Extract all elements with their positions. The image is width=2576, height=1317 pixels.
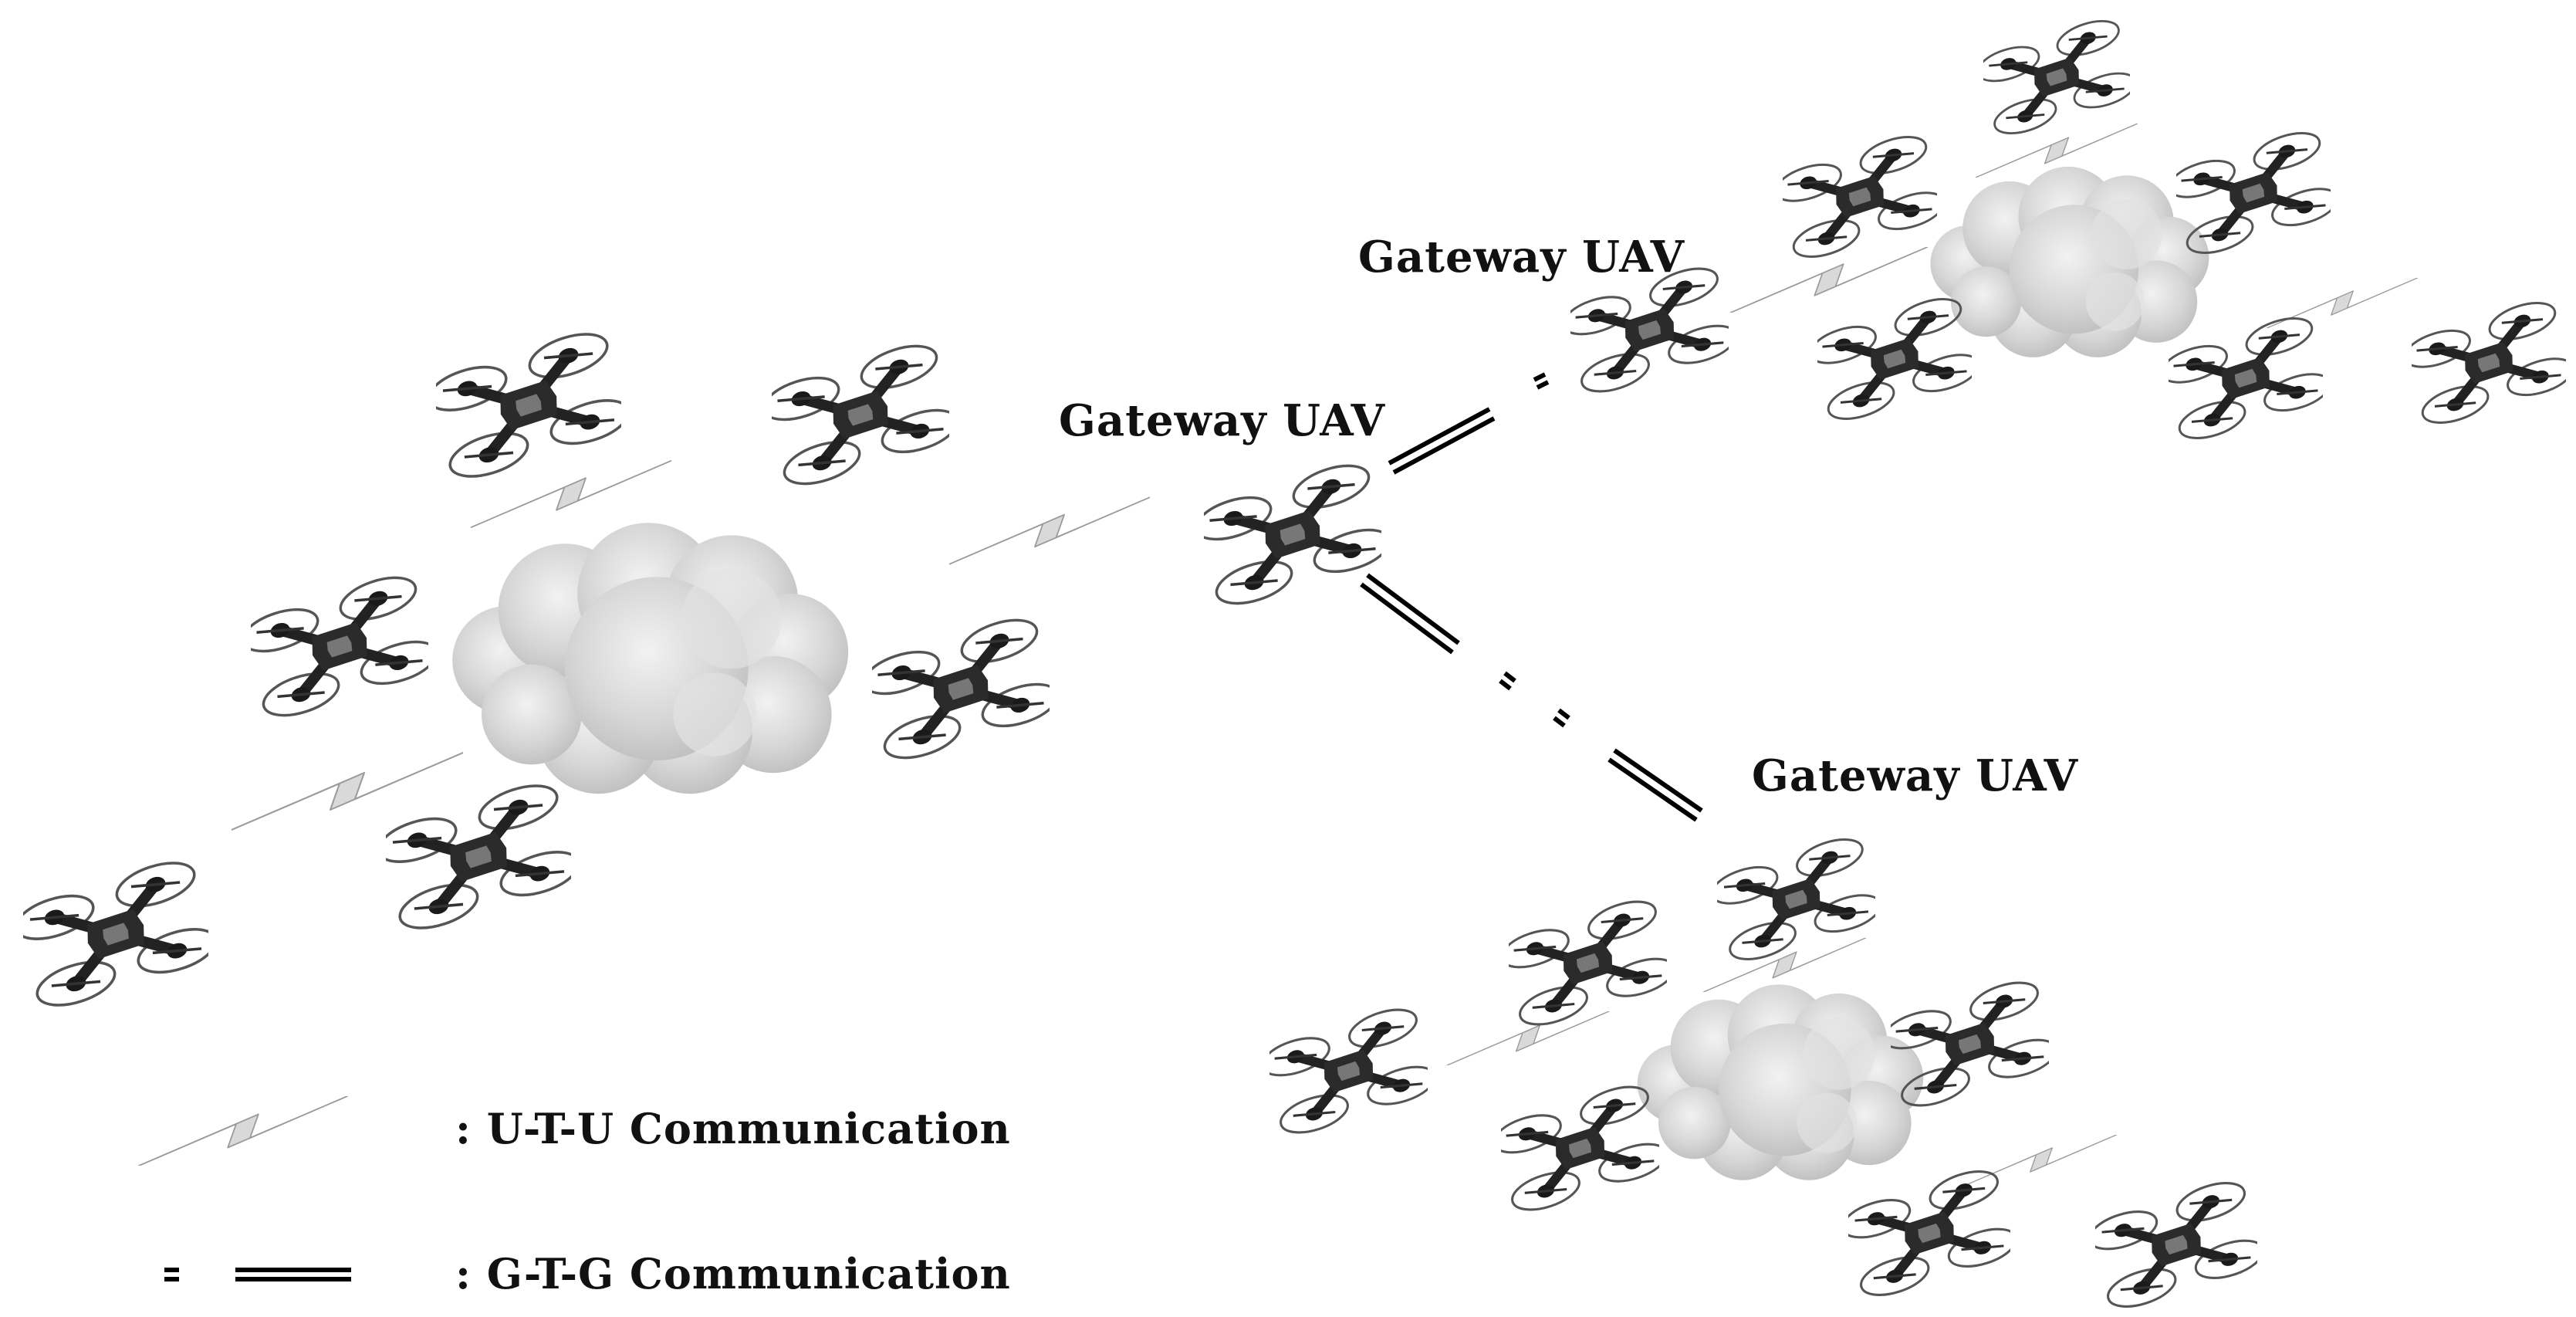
cloud-icon — [1930, 166, 2209, 357]
quadcopter-drone-icon — [374, 777, 584, 936]
quadcopter-drone-icon — [2084, 1176, 2267, 1314]
quadcopter-drone-icon — [759, 338, 962, 492]
lightning-bolt-link-icon — [949, 496, 1150, 566]
double-line-link-icon — [164, 1268, 351, 1281]
gtg-links — [1360, 372, 1703, 822]
quadcopter-drone-icon — [238, 570, 441, 723]
legend-gtg-label: : G-T-G Communication — [455, 1249, 1011, 1298]
gateway-label-bottom: Gateway UAV — [1752, 750, 2079, 801]
quadcopter-drone-icon — [2400, 296, 2576, 429]
lightning-bolt-link-icon — [1965, 1135, 2118, 1185]
gateway-label-center: Gateway UAV — [1059, 395, 1386, 446]
quadcopter-drone-icon — [1771, 130, 1949, 263]
lightning-bolt-link-icon — [2266, 278, 2419, 328]
quadcopter-drone-icon — [859, 612, 1063, 766]
quadcopter-drone-icon — [1837, 1164, 2020, 1302]
quadcopter-drone-icon — [1497, 895, 1679, 1032]
legend — [137, 1096, 351, 1281]
quadcopter-drone-icon — [11, 855, 221, 1014]
quadcopter-drone-icon — [1708, 832, 1885, 966]
lightning-bolt-link-icon — [1702, 938, 1867, 992]
lightning-bolt-link-icon — [137, 1096, 349, 1166]
gateway-label-top: Gateway UAV — [1358, 232, 1685, 283]
legend-utu-label: : U-T-U Communication — [455, 1104, 1011, 1153]
cloud-icon — [1637, 984, 1924, 1180]
cloud-icon — [452, 523, 849, 794]
quadcopter-drone-icon — [1258, 1003, 1440, 1140]
left-cluster — [11, 326, 1150, 1014]
quadcopter-drone-icon — [424, 326, 634, 485]
top-right-cluster — [1559, 15, 2576, 445]
lightning-bolt-link-icon — [1446, 1011, 1610, 1065]
quadcopter-drone-icon — [1973, 15, 2139, 141]
lightning-bolt-link-icon — [1729, 247, 1929, 313]
bottom-right-cluster — [1258, 832, 2268, 1314]
